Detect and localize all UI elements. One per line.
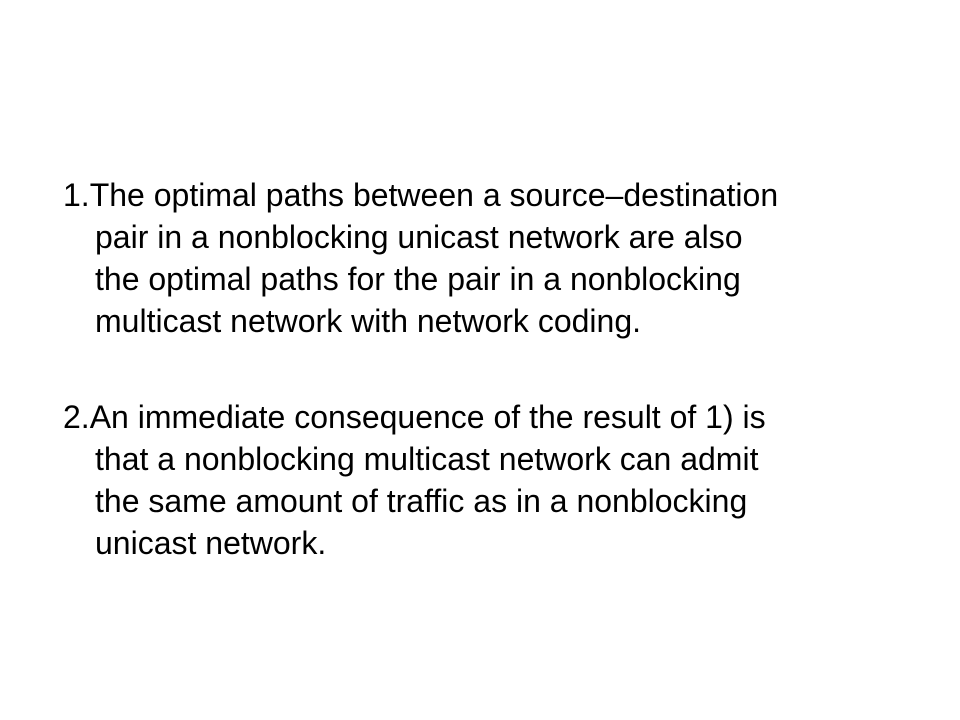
list-item-2-line-3: the same amount of traffic as in a nonbl…: [95, 483, 748, 519]
list-item-1-line-2: pair in a nonblocking unicast network ar…: [95, 219, 743, 255]
list-item-2-line-1: 2.An immediate consequence of the result…: [63, 399, 766, 435]
list-item-1: 1.The optimal paths between a source–des…: [63, 174, 903, 342]
list-item-1-line-3: the optimal paths for the pair in a nonb…: [95, 261, 741, 297]
list-item-2-line-4: unicast network.: [95, 525, 327, 561]
list-item-1-line-4: multicast network with network coding.: [95, 303, 641, 339]
list-item-2-line-2: that a nonblocking multicast network can…: [95, 441, 759, 477]
list-item-2: 2.An immediate consequence of the result…: [63, 396, 903, 564]
list-item-1-line-1: 1.The optimal paths between a source–des…: [63, 177, 779, 213]
